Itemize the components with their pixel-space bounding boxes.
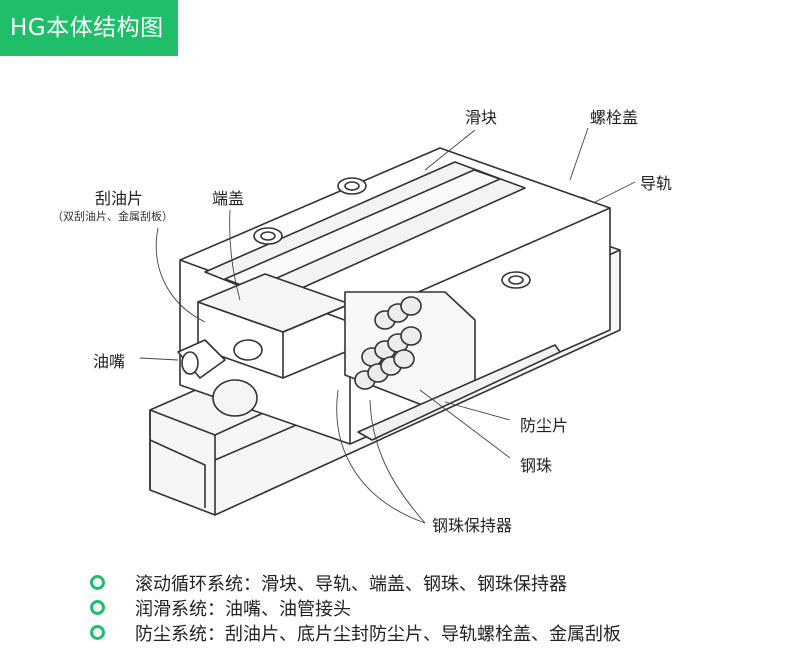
mounting-holes bbox=[253, 177, 531, 289]
label-end-cap: 端盖 bbox=[212, 189, 245, 208]
legend-item: 滚动循环系统：滑块、导轨、端盖、钢珠、钢珠保持器 bbox=[90, 570, 780, 595]
steel-balls bbox=[354, 296, 422, 390]
circle-bullet-icon bbox=[90, 625, 105, 640]
label-steel-ball: 钢珠 bbox=[520, 456, 553, 475]
label-scraper: 刮油片 bbox=[95, 189, 144, 208]
circle-bullet-icon bbox=[90, 600, 105, 615]
dust-strip-shape bbox=[357, 344, 561, 441]
label-bolt-cap: 螺栓盖 bbox=[590, 108, 639, 127]
label-grease-nipple: 油嘴 bbox=[93, 352, 126, 371]
page-title: HG本体结构图 bbox=[0, 0, 178, 56]
label-slider: 滑块 bbox=[465, 108, 498, 127]
legend-item: 防尘系统：刮油片、底片尘封防尘片、导轨螺栓盖、金属刮板 bbox=[90, 620, 780, 645]
grease-nipple-shape bbox=[177, 339, 263, 417]
legend-item: 润滑系统：油嘴、油管接头 bbox=[90, 595, 780, 620]
linear-guide-drawing bbox=[139, 127, 636, 524]
linear-guide-diagram: 滑块 螺栓盖 导轨 刮油片 （双刮油片、金属刮板） 端盖 油嘴 防尘片 钢珠 钢… bbox=[0, 60, 790, 560]
system-legend: 滚动循环系统：滑块、导轨、端盖、钢珠、钢珠保持器 润滑系统：油嘴、油管接头 防尘… bbox=[90, 570, 780, 645]
legend-text: 滚动循环系统：滑块、导轨、端盖、钢珠、钢珠保持器 bbox=[135, 573, 567, 595]
legend-text: 润滑系统：油嘴、油管接头 bbox=[135, 598, 351, 620]
label-dust-strip: 防尘片 bbox=[520, 416, 569, 435]
circle-bullet-icon bbox=[90, 575, 105, 590]
label-scraper-note: （双刮油片、金属刮板） bbox=[52, 210, 173, 223]
label-rail: 导轨 bbox=[640, 174, 673, 193]
label-ball-retainer: 钢珠保持器 bbox=[432, 516, 513, 535]
legend-text: 防尘系统：刮油片、底片尘封防尘片、导轨螺栓盖、金属刮板 bbox=[135, 623, 621, 645]
